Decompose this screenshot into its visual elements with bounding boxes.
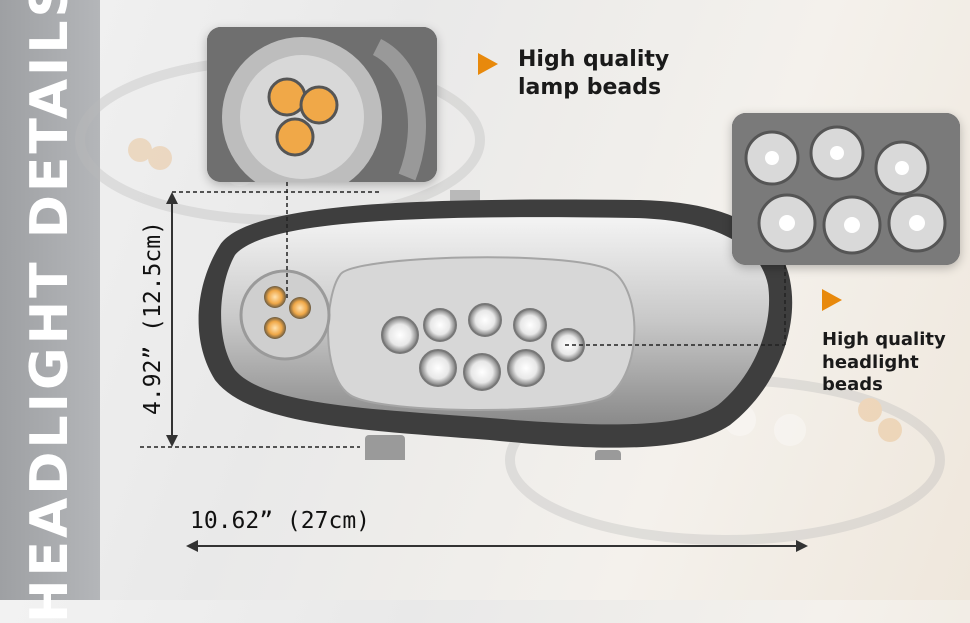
width-dimension: 10.62” (27cm) bbox=[190, 508, 371, 534]
headlight-image bbox=[198, 190, 793, 460]
dimension-lines bbox=[140, 182, 808, 552]
headlight-beads-label: High quality headlight beads bbox=[822, 329, 946, 395]
triangle-arrow-icon bbox=[478, 53, 498, 75]
headlight-beads-closeup bbox=[732, 113, 960, 265]
side-banner: HEADLIGHT DETAILS bbox=[0, 0, 100, 623]
lamp-beads-label: High quality lamp beads bbox=[518, 47, 670, 100]
dimension-arrow-icon bbox=[166, 192, 808, 552]
triangle-arrow-icon bbox=[822, 289, 842, 311]
height-dimension: 4.92” (12.5cm) bbox=[140, 221, 166, 415]
lamp-beads-closeup bbox=[207, 27, 437, 182]
